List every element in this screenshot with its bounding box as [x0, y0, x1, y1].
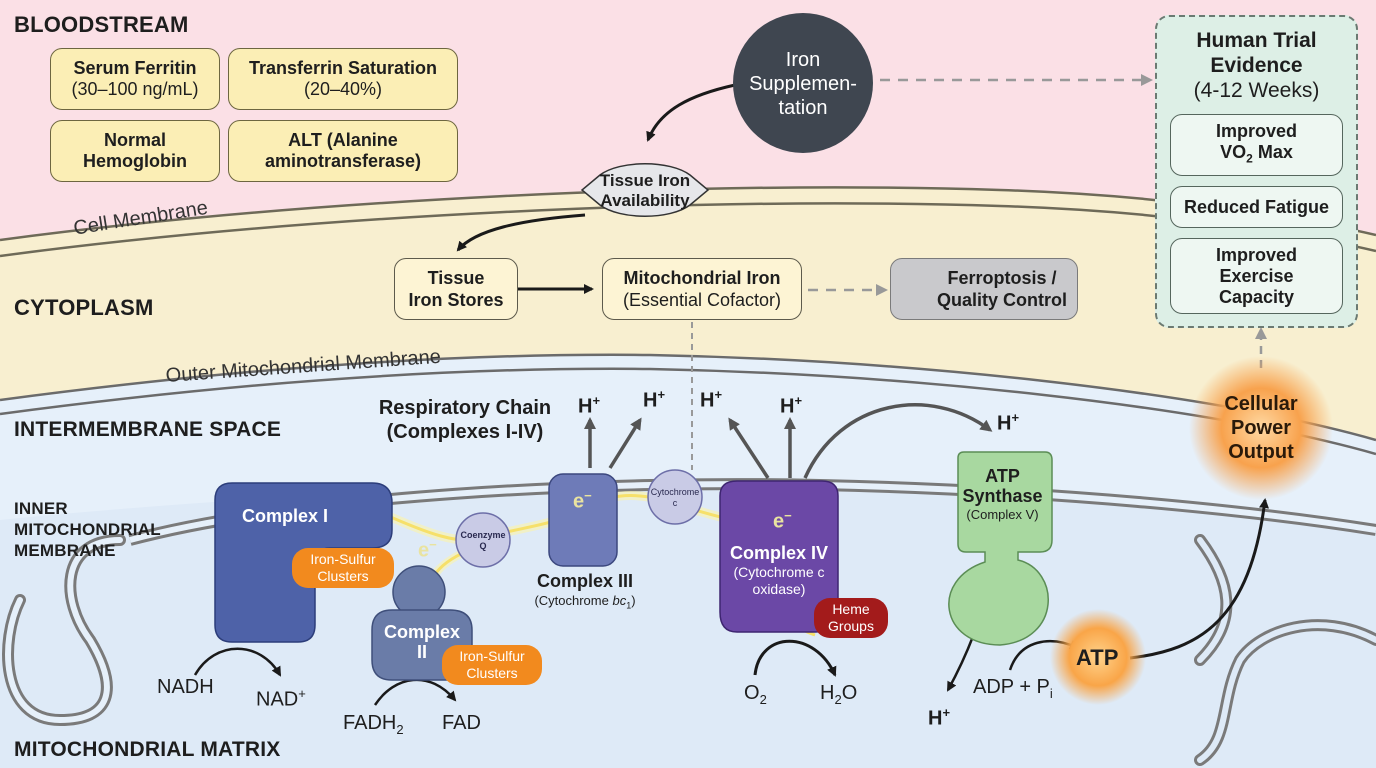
coenzyme-q: Coenzyme Q [460, 530, 506, 551]
serum-ferritin-box: Serum Ferritin (30–100 ng/mL) [50, 48, 220, 110]
complex-iii-label: Complex III (Cytochrome bc1) [534, 571, 636, 611]
electron-label-1: e− [418, 537, 437, 562]
human-trial-title: Human Trial Evidence (4-12 Weeks) [1193, 29, 1320, 102]
cytochrome-c: Cytochrome c [650, 487, 700, 508]
o2-label: O2 [744, 682, 767, 707]
fadh2-label: FADH2 [343, 712, 404, 737]
cytoplasm-label: CYTOPLASM [14, 295, 154, 320]
nadh-label: NADH [157, 676, 214, 698]
electron-label-3: e− [773, 508, 792, 533]
mitochondrial-iron-box: Mitochondrial Iron (Essential Cofactor) [602, 258, 802, 320]
iron-supplementation-node: Iron Supplemen- tation [749, 49, 857, 119]
proton-label-4: H+ [780, 393, 803, 418]
fad-label: FAD [442, 712, 481, 734]
matrix-label: MITOCHONDRIAL MATRIX [14, 738, 281, 761]
complex-iv-label: Complex IV (Cytochrome c oxidase) [729, 543, 829, 597]
nad-label: NAD+ [256, 686, 306, 711]
proton-label-6: H+ [928, 705, 951, 730]
h2o-label: H2O [820, 682, 858, 707]
proton-label-1: H+ [578, 393, 601, 418]
respiratory-chain-label: Respiratory Chain (Complexes I-IV) [378, 397, 552, 443]
proton-label-3: H+ [700, 387, 723, 412]
atp-synthase-label: ATP Synthase (Complex V) [962, 466, 1043, 522]
inner-membrane-label: INNER MITOCHONDRIAL MEMBRANE [14, 499, 161, 560]
intermembrane-label: INTERMEMBRANE SPACE [14, 418, 282, 441]
complex-i-label: Complex I [241, 506, 329, 526]
exercise-capacity-box: Improved Exercise Capacity [1170, 238, 1343, 314]
atp-label: ATP [1076, 645, 1119, 670]
electron-label-2: e− [573, 488, 592, 513]
improved-vo2-max-box: Improved VO2 Max [1170, 114, 1343, 176]
tissue-iron-stores-box: Tissue Iron Stores [394, 258, 518, 320]
proton-label-5: H+ [997, 410, 1020, 435]
transferrin-saturation-box: Transferrin Saturation (20–40%) [228, 48, 458, 110]
alt-box: ALT (Alanine aminotransferase) [228, 120, 458, 182]
ferroptosis-box: Ferroptosis / Quality Control [890, 258, 1078, 320]
hemoglobin-box: Normal Hemoglobin [50, 120, 220, 182]
cellular-power-output: Cellular Power Output [1224, 393, 1298, 463]
complex-ii-label: Complex II [383, 622, 461, 662]
reduced-fatigue-box: Reduced Fatigue [1170, 186, 1343, 228]
tissue-iron-availability-node: Tissue Iron Availability [599, 171, 691, 210]
adp-pi-label: ADP + Pi [973, 676, 1053, 701]
bloodstream-label: BLOODSTREAM [14, 12, 189, 37]
proton-label-2: H+ [643, 387, 666, 412]
